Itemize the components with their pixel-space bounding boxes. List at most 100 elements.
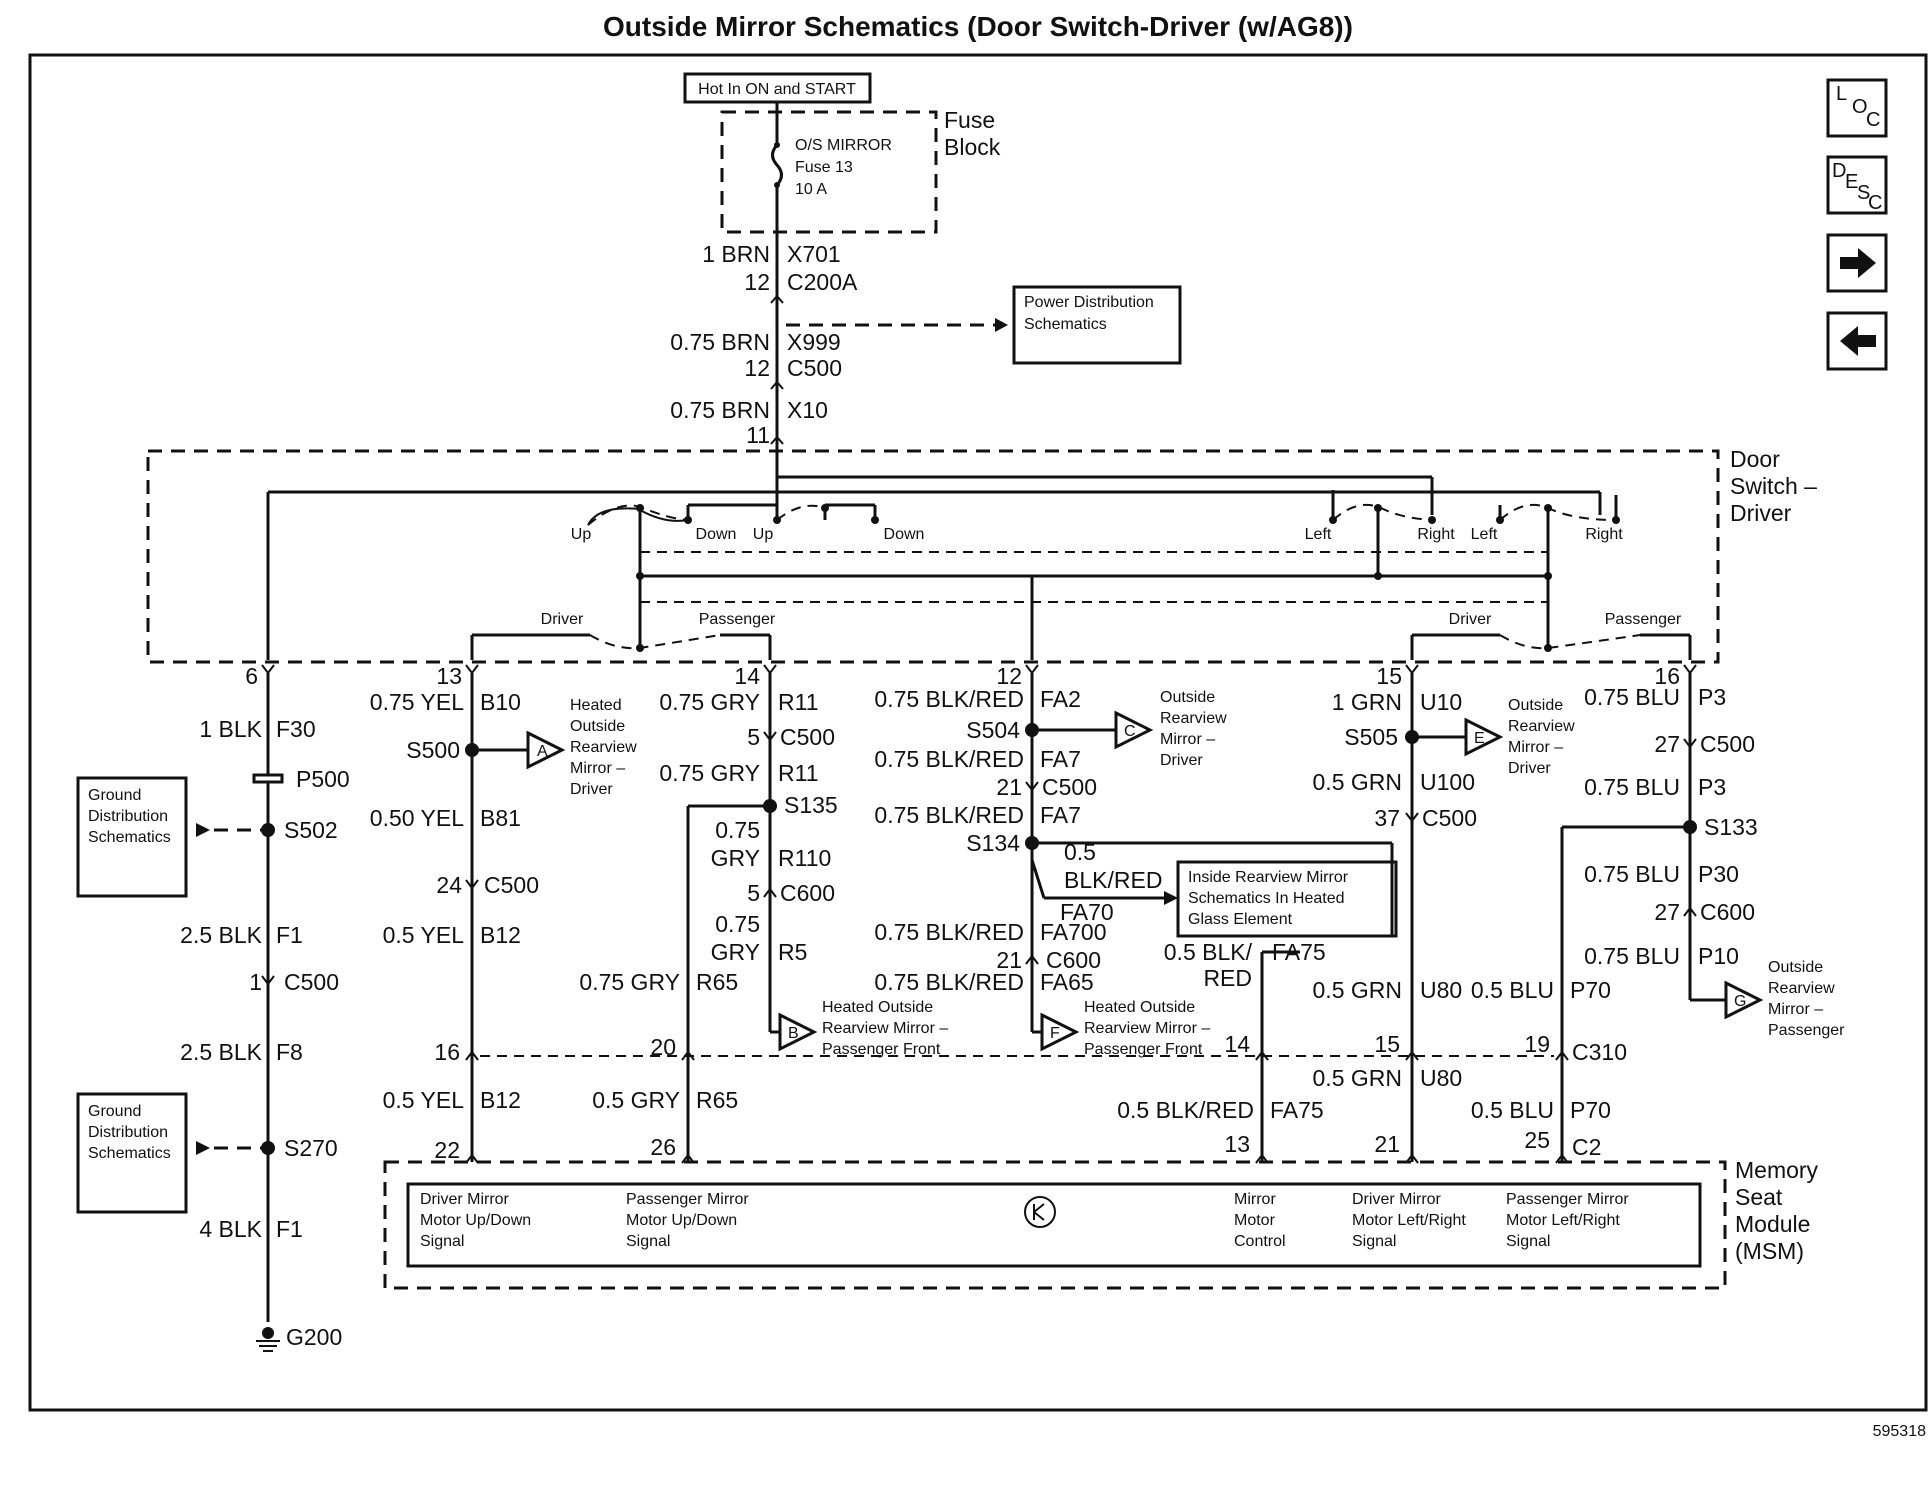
u-pin-15: 15 xyxy=(1374,1031,1400,1057)
fa-wire-05blkred: 0.5 BLK/RED xyxy=(1117,1097,1254,1123)
ref-a-letter: A xyxy=(537,743,548,760)
power-distribution-ref[interactable] xyxy=(1012,285,1182,365)
p-circuit-p30: P30 xyxy=(1698,861,1739,887)
ref-e-line-4: Driver xyxy=(1508,760,1551,777)
ref-g-line-4: Passenger xyxy=(1768,1022,1845,1039)
u-wire-05grn-c: 0.5 GRN xyxy=(1313,1065,1402,1091)
p-wire-05blu-a: 0.5 BLU xyxy=(1471,977,1554,1003)
arrow-left-icon xyxy=(1840,326,1876,356)
ref-a-line-4: Mirror – xyxy=(570,760,625,777)
msm-label-3: Module xyxy=(1735,1211,1810,1237)
u-circuit-u80-b: U80 xyxy=(1420,1065,1462,1091)
r-pin-26: 26 xyxy=(650,1134,676,1160)
fuse-line-2: Fuse 13 xyxy=(795,159,853,176)
contact-left-2: Left xyxy=(1471,526,1498,543)
ref-a-icon[interactable] xyxy=(526,730,566,770)
ref-e-icon[interactable] xyxy=(1464,717,1504,757)
b-pin-16: 16 xyxy=(434,1039,460,1065)
prev-button[interactable] xyxy=(1826,311,1888,371)
fa-splice-s504: S504 xyxy=(966,717,1020,743)
b-circuit-b81: B81 xyxy=(480,805,521,831)
gnd-connector-c500: C500 xyxy=(284,969,339,995)
r-circuit-r65-b: R65 xyxy=(696,1087,738,1113)
wire-1brn: 1 BRN xyxy=(702,241,770,267)
ground-dist-ref-1[interactable] xyxy=(76,776,188,898)
gd1-line-1: Ground xyxy=(88,787,141,804)
selector-driver-1: Driver xyxy=(541,611,584,628)
fuse-line-3: 10 A xyxy=(795,181,827,198)
door-switch-label-2: Switch – xyxy=(1730,473,1817,499)
ref-f-line-3: Passenger Front xyxy=(1084,1041,1203,1058)
inside-mirror-ref[interactable] xyxy=(1176,860,1398,938)
page-title: Outside Mirror Schematics (Door Switch-D… xyxy=(603,11,1353,42)
msm-internal-box xyxy=(406,1182,1702,1268)
next-button[interactable] xyxy=(1826,233,1888,293)
msm-sig3-line-3: Control xyxy=(1234,1233,1286,1250)
switch-pin-15: 15 xyxy=(1376,663,1402,689)
desc-button[interactable]: D E S C xyxy=(1826,155,1888,215)
selector-passenger-1: Passenger xyxy=(699,611,776,628)
fa-circuit-fa75-a: FA75 xyxy=(1272,939,1326,965)
ref-c-icon[interactable] xyxy=(1114,710,1154,750)
desc-letter-3: S xyxy=(1857,182,1870,204)
b-wire-05yel-b: 0.5 YEL xyxy=(383,1087,465,1113)
gnd-splice-s270: S270 xyxy=(284,1135,338,1161)
fa-circuit-fa75-b: FA75 xyxy=(1270,1097,1324,1123)
ground-dist-ref-2[interactable] xyxy=(76,1092,188,1214)
pin-12-c200a: 12 xyxy=(744,269,770,295)
ref-b-line-1: Heated Outside xyxy=(822,999,933,1016)
ref-b-icon[interactable] xyxy=(778,1012,818,1052)
power-dist-line-1: Power Distribution xyxy=(1024,294,1154,311)
gnd-splice-s502: S502 xyxy=(284,817,338,843)
gnd-wire-25blk-b: 2.5 BLK xyxy=(180,1039,262,1065)
ref-e-letter: E xyxy=(1474,730,1485,747)
fa-wire-blkred-a: BLK/RED xyxy=(1064,867,1162,893)
b-circuit-b12-b: B12 xyxy=(480,1087,521,1113)
msm-sig5-line-1: Passenger Mirror xyxy=(1506,1191,1629,1208)
u-circuit-u80-a: U80 xyxy=(1420,977,1462,1003)
contact-up-1: Up xyxy=(571,526,592,543)
ref-g-line-2: Rearview xyxy=(1768,980,1835,997)
ref-c-letter: C xyxy=(1124,723,1136,740)
msm-sig2-line-3: Signal xyxy=(626,1233,670,1250)
ref-f-line-1: Heated Outside xyxy=(1084,999,1195,1016)
ref-e-line-3: Mirror – xyxy=(1508,739,1563,756)
pin-11: 11 xyxy=(746,422,770,448)
b-splice-s500: S500 xyxy=(406,737,460,763)
msm-sig2-line-1: Passenger Mirror xyxy=(626,1191,749,1208)
u-circuit-u100: U100 xyxy=(1420,769,1475,795)
p-pin-25: 25 xyxy=(1524,1127,1550,1153)
gnd-circuit-f1-a: F1 xyxy=(276,922,303,948)
gnd-wire-1blk: 1 BLK xyxy=(199,716,262,742)
ref-c-line-3: Mirror – xyxy=(1160,731,1215,748)
b-circuit-b10: B10 xyxy=(480,689,521,715)
fa-pin-14: 14 xyxy=(1224,1031,1250,1057)
gnd-g200: G200 xyxy=(286,1324,342,1350)
u-connector-c500: C500 xyxy=(1422,805,1477,831)
msm-sig3-line-1: Mirror xyxy=(1234,1191,1276,1208)
ref-f-icon[interactable] xyxy=(1040,1012,1080,1052)
figure-id: 595318 xyxy=(1873,1423,1926,1440)
ref-g-icon[interactable] xyxy=(1724,980,1764,1020)
contact-right-2: Right xyxy=(1585,526,1623,543)
fa-wire-075br-c: 0.75 BLK/RED xyxy=(874,802,1024,828)
inside-mirror-line-3: Glass Element xyxy=(1188,911,1293,928)
msm-sig4-line-2: Motor Left/Right xyxy=(1352,1212,1466,1229)
loc-button[interactable]: L O C xyxy=(1826,78,1888,138)
circuit-x701: X701 xyxy=(787,241,841,267)
ref-c-line-1: Outside xyxy=(1160,689,1215,706)
selector-driver-2: Driver xyxy=(1449,611,1492,628)
ref-a-line-1: Heated xyxy=(570,697,622,714)
fa-splice-s134: S134 xyxy=(966,830,1020,856)
p-connector-c500: C500 xyxy=(1700,731,1755,757)
r-wire-075-b: 0.75 xyxy=(715,911,760,937)
b-wire-05yel-a: 0.5 YEL xyxy=(383,922,465,948)
switch-pin-14: 14 xyxy=(734,663,760,689)
msm-label-4: (MSM) xyxy=(1735,1238,1804,1264)
connector-c200a: C200A xyxy=(787,269,858,295)
contact-right-1: Right xyxy=(1417,526,1455,543)
gd2-line-2: Distribution xyxy=(88,1124,168,1141)
fa-wire-075br-b: 0.75 BLK/RED xyxy=(874,746,1024,772)
gd2-line-3: Schematics xyxy=(88,1145,171,1162)
fa-circuit-fa700: FA700 xyxy=(1040,919,1107,945)
